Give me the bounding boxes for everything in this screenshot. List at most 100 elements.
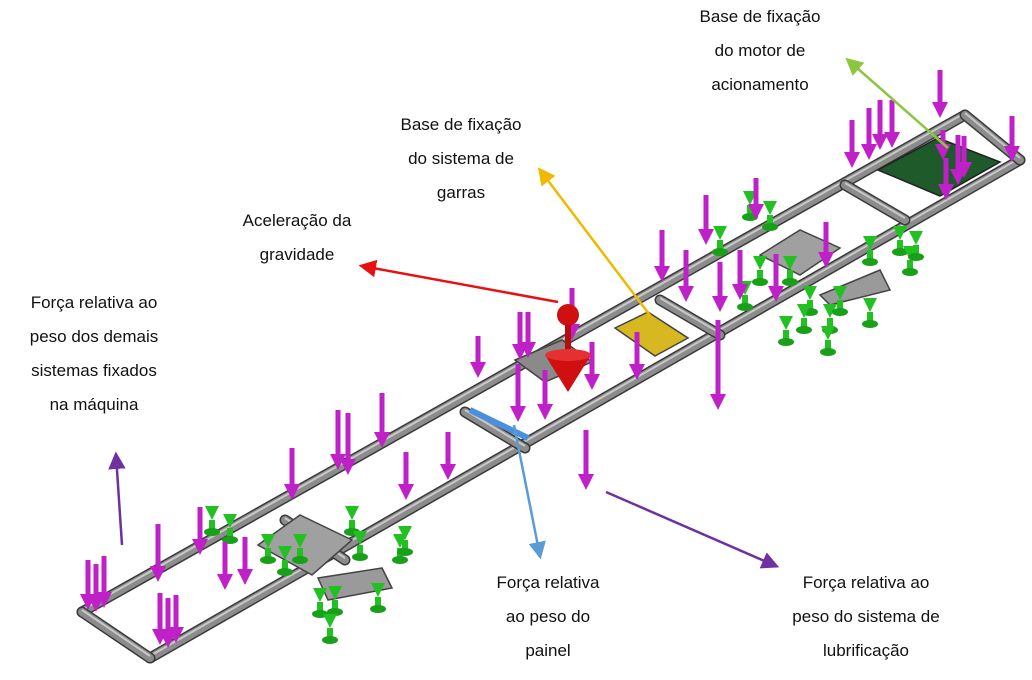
fixture-9	[397, 526, 413, 556]
gravity-symbol	[545, 304, 591, 392]
fixture-cone	[909, 231, 923, 245]
fixture-cone	[278, 546, 292, 560]
fixture-stem	[767, 215, 773, 225]
load-arrow-head	[340, 459, 356, 475]
bottom-rail	[146, 156, 1024, 662]
load-arrow-4	[150, 524, 166, 582]
load-arrow-shaft	[173, 595, 179, 629]
load-arrow-3	[96, 556, 112, 608]
load-arrow-shaft	[165, 598, 171, 634]
load-arrow-43	[956, 136, 972, 178]
load-arrow-head	[861, 144, 877, 160]
fixture-stem	[717, 240, 723, 250]
load-arrow-head	[217, 574, 233, 590]
load-arrow-shaft	[289, 448, 295, 486]
load-arrow-shaft	[379, 393, 385, 434]
load-arrow-head	[470, 362, 486, 378]
load-arrow-head	[844, 152, 860, 168]
fixture-stem	[907, 260, 913, 270]
crossmember-3	[656, 296, 724, 339]
fixture-cone	[328, 586, 342, 600]
load-arrow-shaft	[403, 452, 409, 486]
fixture-foot	[782, 278, 798, 286]
load-arrow-44	[1004, 116, 1020, 162]
load-arrow-head	[330, 454, 346, 470]
load-arrow-24	[578, 430, 594, 490]
load-arrow-12	[330, 410, 346, 470]
load-arrow-31	[732, 250, 748, 300]
load-arrow-shaft	[634, 332, 640, 366]
load-arrow-shaft	[445, 432, 451, 466]
load-arrow-head	[168, 627, 184, 643]
load-arrow-shaft	[583, 430, 589, 476]
fixture-3	[260, 534, 276, 564]
load-arrow-20	[537, 370, 553, 420]
load-arrow-shaft	[955, 135, 961, 171]
other-systems-force-label: Força relativa ao peso dos demais sistem…	[29, 293, 159, 414]
fixture-16	[762, 201, 778, 231]
load-arrow-shaft	[475, 336, 481, 364]
fixture-cone	[371, 583, 385, 597]
motor-base-label: Base de fixação do motor de acionamento	[699, 7, 821, 94]
load-arrow-shaft	[93, 564, 99, 598]
fixture-cone	[713, 226, 727, 240]
fixture-cone	[797, 304, 811, 318]
load-arrow-shaft	[940, 130, 946, 146]
load-arrow-shaft	[717, 262, 723, 298]
fixture-foot	[737, 303, 753, 311]
load-arrow-shaft	[715, 320, 721, 396]
claw-base-label: Base de fixação do sistema de garras	[400, 115, 522, 202]
fixture-cone	[205, 506, 219, 520]
fixture-foot	[370, 605, 386, 613]
fixture-cone	[863, 298, 877, 312]
load-arrow-shaft	[517, 312, 523, 346]
load-arrow-shaft	[943, 158, 949, 186]
load-arrow-head	[932, 102, 948, 118]
fixture-26	[908, 231, 924, 261]
fixture-stem	[867, 312, 873, 322]
fixture-stem	[282, 560, 288, 570]
fixture-18	[782, 256, 798, 286]
fixture-foot	[752, 278, 768, 286]
load-arrow-head	[237, 569, 253, 585]
load-arrow-23	[584, 342, 600, 390]
fixture-stem	[913, 245, 919, 255]
load-arrow-head	[537, 404, 553, 420]
load-arrow-head	[710, 394, 726, 410]
fixture-stem	[825, 340, 831, 350]
load-arrow-15	[398, 452, 414, 500]
fixture-stem	[837, 300, 843, 310]
load-arrow-shaft	[703, 195, 709, 231]
leader-other-systems-force	[108, 451, 126, 546]
load-arrow-head	[818, 252, 834, 268]
load-arrow-head	[768, 286, 784, 302]
panel-force-label: Força relativa ao peso do painel	[496, 573, 600, 660]
fixture-foot	[322, 636, 338, 644]
load-arrow-head	[732, 284, 748, 300]
fixture-foot	[778, 338, 794, 346]
fixture-stem	[402, 540, 408, 550]
fixture-stem	[265, 548, 271, 558]
crossmember-4-highlight	[844, 182, 906, 219]
load-arrow-shaft	[866, 108, 872, 146]
plate-right	[758, 229, 842, 276]
fixture-stem	[327, 628, 333, 638]
fixture-stem	[827, 318, 833, 328]
fixture-stem	[783, 330, 789, 340]
load-arrow-35	[844, 120, 860, 168]
load-arrow-19	[520, 312, 536, 358]
leader-panel-force	[512, 424, 546, 560]
fixture-cone	[779, 316, 793, 330]
load-arrow-head	[884, 132, 900, 148]
load-arrow-7	[168, 595, 184, 643]
load-arrow-head	[160, 632, 176, 648]
claw-base-plate	[613, 311, 690, 357]
plate-right-lower	[818, 269, 892, 306]
end-crossmember-left	[78, 608, 154, 662]
fixture-12	[370, 583, 386, 613]
load-arrow-shaft	[937, 70, 943, 104]
load-arrow-head	[678, 286, 694, 302]
fixture-stem	[297, 548, 303, 558]
